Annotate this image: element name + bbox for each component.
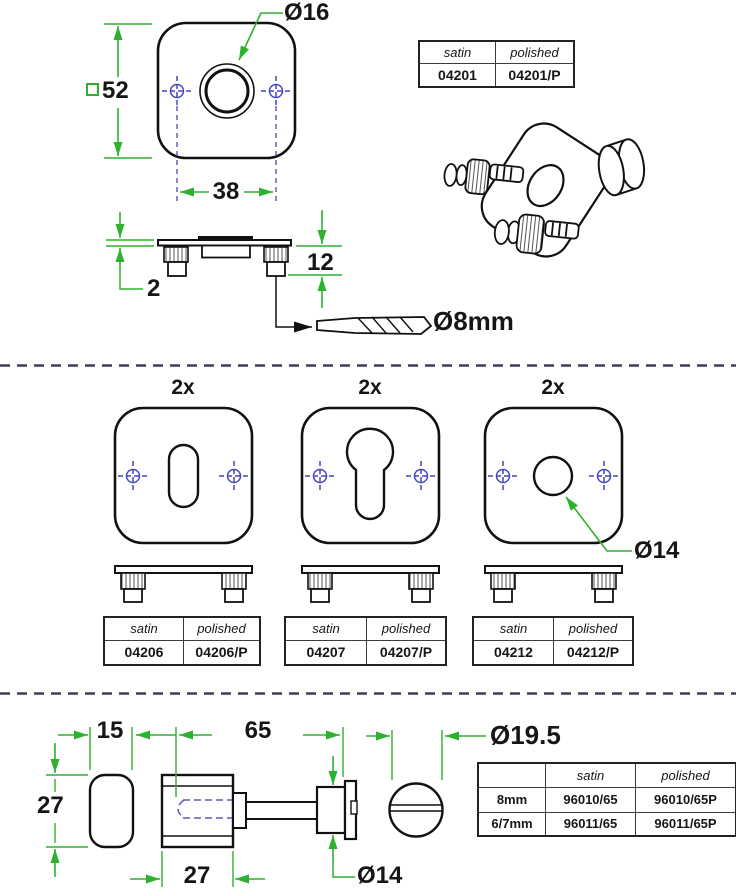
- part-number-polished: 96010/65P: [635, 786, 736, 813]
- table-header-satin: satin: [418, 40, 496, 64]
- knob-assembly-side: [160, 773, 358, 849]
- rose-hole-front: [483, 406, 624, 545]
- section-separator-lines: [0, 364, 736, 695]
- drill-bit-icon: [316, 316, 433, 335]
- part-number-satin: 96011/65: [545, 811, 636, 837]
- rose-side-views-middle: [114, 565, 623, 603]
- part-number-polished: 04207/P: [366, 639, 447, 666]
- dim-length-65: 65: [244, 717, 272, 744]
- qty-label-hole-rose: 2x: [541, 376, 565, 399]
- dim-knob-width-27: 27: [183, 862, 211, 889]
- row-label-6-7mm: 6/7mm: [477, 811, 546, 837]
- exploded-screw-lower: [493, 213, 580, 255]
- table-header-polished: polished: [366, 616, 447, 641]
- exploded-view: [443, 122, 646, 258]
- part-table-04201: satin polished 04201 04201/P: [418, 40, 575, 88]
- part-table-04206: satin polished 04206 04206/P: [103, 616, 261, 666]
- table-corner-cell: [477, 762, 546, 788]
- dim-square-size: 52: [86, 79, 129, 103]
- rose-side-view: [157, 236, 292, 277]
- part-table-04212: satin polished 04212 04212/P: [472, 616, 634, 666]
- part-number-polished: 04201/P: [495, 62, 575, 88]
- dim-leader-hole-14: [565, 496, 632, 552]
- dim-screw-spacing-38: 38: [212, 178, 240, 205]
- qty-label-keyhole-rose: 2x: [171, 376, 195, 399]
- dim-hole-dia-14: Ø14: [634, 537, 680, 564]
- part-number-satin: 04206: [103, 639, 184, 666]
- part-table-04207: satin polished 04207 04207/P: [284, 616, 447, 666]
- table-header-satin: satin: [103, 616, 184, 641]
- part-number-polished: 96011/65P: [635, 811, 736, 837]
- table-header-polished: polished: [495, 40, 575, 64]
- table-header-satin: satin: [545, 762, 636, 788]
- part-number-satin: 04207: [284, 639, 367, 666]
- dim-spindle-dia-14: Ø14: [357, 862, 403, 889]
- dimensions-side-view: [106, 210, 342, 308]
- dim-drill-dia-8mm: Ø8mm: [433, 306, 514, 336]
- part-number-satin: 04201: [418, 62, 496, 88]
- qty-label-cylinder-rose: 2x: [358, 376, 382, 399]
- screw-fixing-markers-middle: [118, 461, 619, 491]
- rose-keyhole-front: [113, 406, 254, 545]
- table-header-polished: polished: [183, 616, 261, 641]
- rose-cylinder-front: [300, 406, 441, 545]
- table-header-satin: satin: [284, 616, 367, 641]
- part-number-satin: 04212: [472, 639, 554, 666]
- dim-cap-width-15: 15: [96, 717, 124, 744]
- knob-oval-side: [88, 773, 135, 849]
- part-number-satin: 96010/65: [545, 786, 636, 813]
- table-header-polished: polished: [635, 762, 736, 788]
- table-header-polished: polished: [553, 616, 634, 641]
- part-number-polished: 04212/P: [553, 639, 634, 666]
- exploded-screw-upper: [443, 158, 525, 196]
- table-header-satin: satin: [472, 616, 554, 641]
- dim-face-dia-19-5: Ø19.5: [490, 720, 561, 750]
- square-symbol-icon: [86, 83, 99, 96]
- knob-front-view: [388, 782, 444, 838]
- dim-plate-thickness-2: 2: [147, 275, 161, 302]
- dim-hole-dia-16: Ø16: [284, 0, 330, 26]
- row-label-8mm: 8mm: [477, 786, 546, 813]
- part-number-polished: 04206/P: [183, 639, 261, 666]
- dimensions-bottom: [46, 727, 486, 887]
- drill-leader-and-bit: [275, 276, 433, 335]
- dimensions-front-view: [104, 12, 283, 197]
- dim-square-size-value: 52: [102, 77, 129, 104]
- rose-front-view: [156, 21, 297, 160]
- dim-knob-height-27: 27: [37, 792, 64, 819]
- screw-fixing-markers-top: [162, 76, 291, 204]
- part-table-knobs: satin polished 8mm 96010/65 96010/65P 6/…: [477, 762, 736, 837]
- dim-post-height-12: 12: [307, 249, 334, 276]
- exploded-cap-ring: [597, 138, 646, 197]
